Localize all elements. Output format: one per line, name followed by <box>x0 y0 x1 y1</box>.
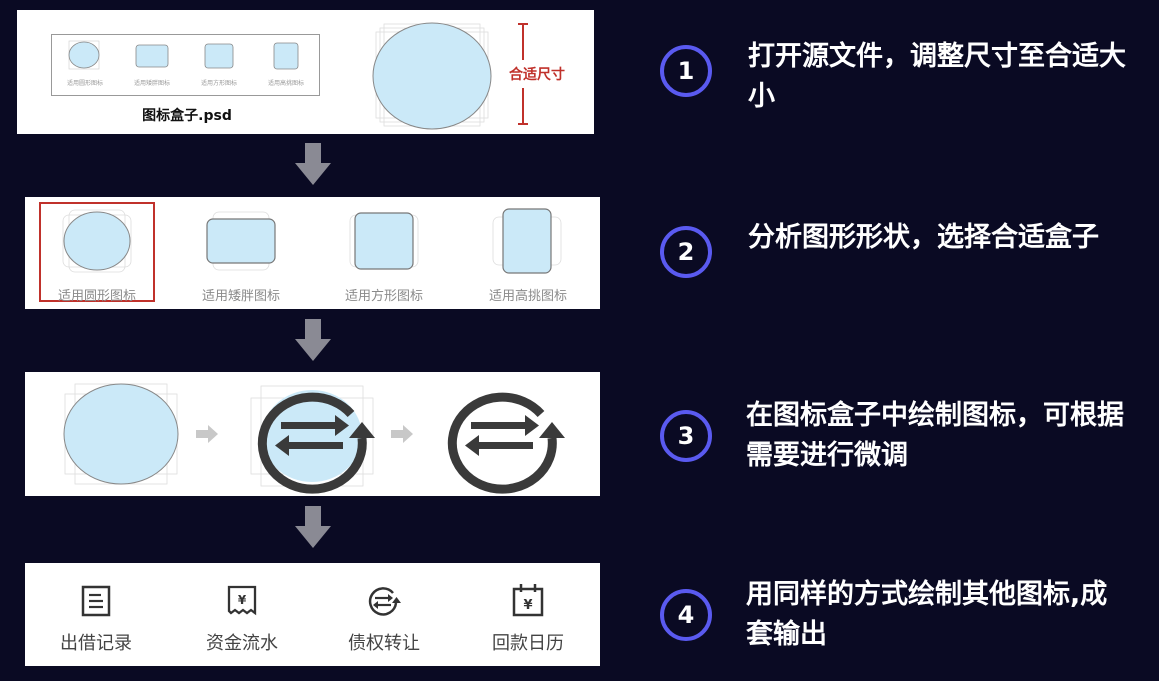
empty-circle-box <box>63 383 179 485</box>
exchange-icon <box>368 587 401 616</box>
box-label-square: 适用方形图标 <box>344 289 423 304</box>
down-arrow-icon <box>295 506 331 548</box>
mini-wide-box <box>135 44 169 68</box>
mini-tall-box <box>273 42 299 70</box>
step-3: 3 在图标盒子中绘制图标，可根据需要进行微调 <box>660 400 1126 476</box>
box-label-circle: 适用圆形图标 <box>57 289 136 304</box>
icon-label-fund-flow: 资金流水 <box>206 633 278 654</box>
mini-label: 适用高挑图标 <box>267 80 304 87</box>
mini-label: 适用方形图标 <box>200 80 237 87</box>
step-2: 2 分析图形形状，选择合适盒子 <box>660 222 1128 278</box>
step-number: 2 <box>660 226 712 278</box>
down-arrow-icon <box>295 319 331 361</box>
wide-box <box>206 211 276 271</box>
psd-frame <box>51 34 320 96</box>
selected-highlight <box>39 202 155 302</box>
icon-label-lend-records: 出借记录 <box>60 633 132 654</box>
down-arrow-icon <box>295 143 331 185</box>
receipt-yen-icon: ¥ <box>227 585 257 616</box>
step-1: 1 打开源文件，调整尺寸至合适大小 <box>660 41 1128 117</box>
document-lines-icon <box>81 585 111 617</box>
size-dimension-marker <box>518 23 528 125</box>
svg-text:¥: ¥ <box>523 598 532 613</box>
exchange-icon-final <box>447 392 565 494</box>
svg-text:¥: ¥ <box>238 593 247 607</box>
circle-box <box>62 209 132 273</box>
panel-icon-set: ¥ ¥ 出借记录 资金流水 债权转让 回款日历 <box>25 563 600 666</box>
big-circle-box <box>372 22 492 130</box>
size-label: 合适尺寸 <box>509 67 565 83</box>
step-number: 1 <box>660 45 712 97</box>
icon-label-repayment-calendar: 回款日历 <box>492 633 564 654</box>
step-text: 在图标盒子中绘制图标，可根据需要进行微调 <box>746 400 1124 471</box>
right-arrow-icon <box>196 425 218 443</box>
psd-filename: 图标盒子.psd <box>142 108 232 124</box>
mini-label: 适用圆形图标 <box>66 80 103 87</box>
mini-label: 适用矮胖图标 <box>133 80 170 87</box>
mini-square-box <box>204 43 234 69</box>
icon-label-debt-transfer: 债权转让 <box>348 633 420 654</box>
box-label-wide: 适用矮胖图标 <box>201 289 280 304</box>
mini-circle-box <box>68 40 100 70</box>
step-text: 分析图形形状，选择合适盒子 <box>748 222 1099 253</box>
step-number: 3 <box>660 410 712 462</box>
exchange-icon-in-box <box>250 385 375 494</box>
step-number: 4 <box>660 589 712 641</box>
panel-open-file: 适用圆形图标 适用矮胖图标 适用方形图标 适用高挑图标 图标盒子.psd 合适尺… <box>17 10 594 134</box>
square-box <box>349 212 419 270</box>
tall-box <box>492 208 562 274</box>
step-text: 打开源文件，调整尺寸至合适大小 <box>748 41 1126 112</box>
panel-analyze-shape: 适用圆形图标 适用矮胖图标 适用方形图标 适用高挑图标 <box>25 197 600 309</box>
box-label-tall: 适用高挑图标 <box>488 289 567 304</box>
panel-draw-icon <box>25 372 600 496</box>
right-arrow-icon <box>391 425 413 443</box>
calendar-yen-icon: ¥ <box>512 584 544 617</box>
step-text: 用同样的方式绘制其他图标,成套输出 <box>746 579 1108 650</box>
step-4: 4 用同样的方式绘制其他图标,成套输出 <box>660 579 1126 655</box>
